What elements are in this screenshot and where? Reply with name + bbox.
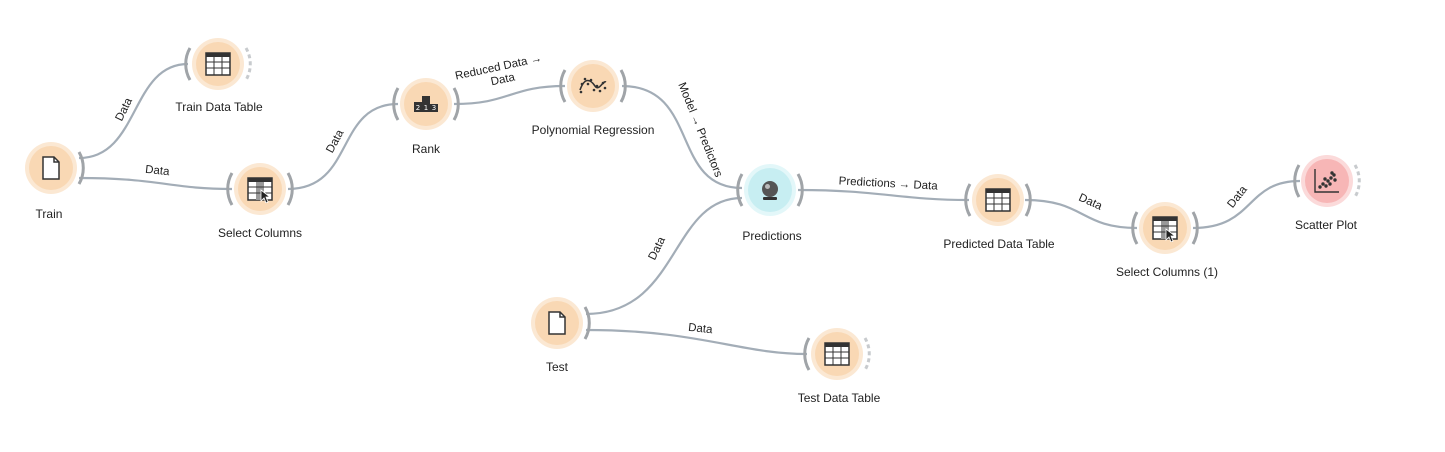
link-select-columns-1-to-scatter-plot[interactable]: Data xyxy=(1192,179,1301,230)
widget-label: Predictions xyxy=(742,229,801,243)
data-table-icon xyxy=(205,52,231,76)
crystal-ball-icon xyxy=(762,181,778,200)
widget-predictions[interactable]: Predictions xyxy=(736,164,804,243)
link-train-to-select-columns[interactable]: Data xyxy=(78,164,233,191)
link-label: Data xyxy=(688,322,714,337)
polynomial-regression-icon xyxy=(579,77,607,94)
widget-label: Select Columns (1) xyxy=(1116,265,1218,279)
widget-label: Scatter Plot xyxy=(1295,218,1358,232)
widget-select-columns[interactable]: Select Columns xyxy=(218,163,302,240)
widget-predicted-data-table[interactable]: Predicted Data Table xyxy=(943,174,1055,251)
widget-select-columns-1[interactable]: Select Columns (1) xyxy=(1116,202,1218,279)
file-icon xyxy=(42,156,60,180)
link-predictions-to-predicted-data-table[interactable]: Predictions → Data xyxy=(797,175,970,202)
svg-text:3: 3 xyxy=(432,104,436,112)
link-label: Data xyxy=(145,164,171,179)
rank-icon: 2 1 3 xyxy=(414,96,438,112)
link-label: Predictions → Data xyxy=(838,175,938,192)
link-label: Data xyxy=(647,235,669,263)
link-train-to-train-data-table[interactable]: Data xyxy=(78,62,189,160)
data-table-icon xyxy=(824,342,850,366)
link-rank-to-polynomial-regression[interactable]: Reduced Data → Data xyxy=(453,52,566,106)
link-label: Model → Predictors xyxy=(675,81,724,179)
widget-test[interactable]: Test xyxy=(531,297,591,374)
link-select-columns-to-rank[interactable]: Data xyxy=(287,102,399,191)
link-label: Data xyxy=(1077,192,1105,213)
widget-label: Select Columns xyxy=(218,226,302,240)
file-icon xyxy=(548,311,566,335)
svg-text:2: 2 xyxy=(416,104,420,112)
widget-test-data-table[interactable]: Test Data Table xyxy=(798,328,881,405)
svg-text:1: 1 xyxy=(424,104,428,112)
link-label: Data xyxy=(114,96,136,124)
widget-label: Predicted Data Table xyxy=(943,237,1055,251)
widget-label: Rank xyxy=(412,142,441,156)
widget-rank[interactable]: 2 1 3 Rank xyxy=(392,78,460,156)
link-predicted-data-table-to-select-columns-1[interactable]: Data xyxy=(1024,192,1138,230)
link-test-to-predictions[interactable]: Data xyxy=(585,196,743,316)
widget-polynomial-regression[interactable]: Polynomial Regression xyxy=(532,60,655,137)
widget-label: Train Data Table xyxy=(175,100,263,114)
data-table-icon xyxy=(985,188,1011,212)
link-label-line-2: Data xyxy=(490,71,517,88)
scatter-plot-icon xyxy=(1314,169,1339,193)
widget-train[interactable]: Train xyxy=(25,142,85,221)
select-columns-icon xyxy=(247,177,273,203)
widget-train-data-table[interactable]: Train Data Table xyxy=(175,38,263,114)
widget-label: Test xyxy=(546,360,569,374)
widget-scatter-plot[interactable]: Scatter Plot xyxy=(1293,155,1361,232)
select-columns-icon xyxy=(1152,216,1178,242)
link-test-to-test-data-table[interactable]: Data xyxy=(585,322,808,356)
widget-label: Polynomial Regression xyxy=(532,123,655,137)
widget-label: Test Data Table xyxy=(798,391,881,405)
widget-label: Train xyxy=(36,207,63,221)
